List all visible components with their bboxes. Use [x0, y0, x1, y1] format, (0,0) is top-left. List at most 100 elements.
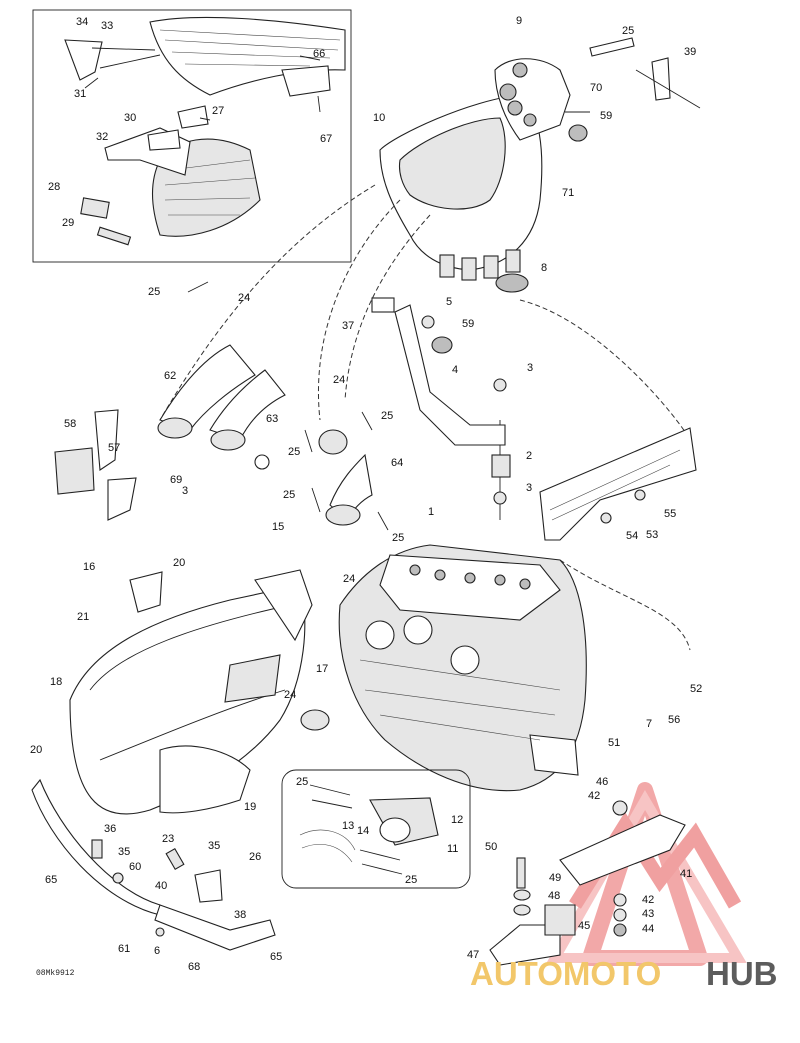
callout-c60: 60 [129, 861, 141, 873]
callout-c7: 7 [646, 718, 652, 730]
callout-c39: 39 [684, 46, 696, 58]
callout-c66: 66 [313, 48, 325, 60]
callout-c9: 9 [516, 15, 522, 27]
callout-c40: 40 [155, 880, 167, 892]
inset-exhaust-spring [281, 769, 471, 889]
callout-c45: 45 [578, 920, 590, 932]
callout-c42b: 42 [642, 894, 654, 906]
callout-c30: 30 [124, 112, 136, 124]
callout-c25a: 25 [622, 25, 634, 37]
callout-c24d: 24 [284, 689, 296, 701]
callout-c61: 61 [118, 943, 130, 955]
callout-c51: 51 [608, 737, 620, 749]
engine-mount-bracket [371, 297, 511, 505]
callout-c10: 10 [373, 112, 385, 124]
callout-c18: 18 [50, 676, 62, 688]
air-silencer-assembly [379, 37, 701, 293]
callout-c58: 58 [64, 418, 76, 430]
watermark-text: AUTOMOTO HUB [470, 955, 778, 992]
callout-c4: 4 [452, 364, 458, 376]
callout-c26: 26 [249, 851, 261, 863]
callout-c25f: 25 [392, 532, 404, 544]
watermark-text-part1: AUTOMOTO [470, 955, 661, 992]
callout-c25b: 25 [148, 286, 160, 298]
callout-c23: 23 [162, 833, 174, 845]
callout-c1: 1 [428, 506, 434, 518]
callout-c68: 68 [188, 961, 200, 973]
callout-c65b: 65 [270, 951, 282, 963]
callout-c43: 43 [642, 908, 654, 920]
callout-c52: 52 [690, 683, 702, 695]
callout-c6: 6 [154, 945, 160, 957]
callout-c24c: 24 [343, 573, 355, 585]
callout-c42a: 42 [588, 790, 600, 802]
callout-c14: 14 [357, 825, 369, 837]
callout-c28: 28 [48, 181, 60, 193]
callout-c32: 32 [96, 131, 108, 143]
callout-c53: 53 [646, 529, 658, 541]
callout-c27: 27 [212, 105, 224, 117]
callout-c54: 54 [626, 530, 638, 542]
callout-c59b: 59 [462, 318, 474, 330]
callout-c35a: 35 [118, 846, 130, 858]
callout-c65a: 65 [45, 874, 57, 886]
callout-c25g: 25 [296, 776, 308, 788]
callout-c25d: 25 [288, 446, 300, 458]
callout-c50: 50 [485, 841, 497, 853]
callout-c3b: 3 [182, 485, 188, 497]
callout-c13: 13 [342, 820, 354, 832]
callout-c25c: 25 [381, 410, 393, 422]
callout-c8: 8 [541, 262, 547, 274]
diagram-code: 08Mk9912 [36, 969, 75, 978]
callout-c56: 56 [668, 714, 680, 726]
watermark-text-part2: HUB [706, 955, 778, 992]
callout-c16: 16 [83, 561, 95, 573]
callout-c38: 38 [234, 909, 246, 921]
callout-c29: 29 [62, 217, 74, 229]
callout-c63: 63 [266, 413, 278, 425]
callout-c25h: 25 [405, 874, 417, 886]
callout-c24b: 24 [333, 374, 345, 386]
callout-c46: 46 [596, 776, 608, 788]
inset-seat-panel [32, 9, 352, 263]
callout-c33: 33 [101, 20, 113, 32]
callout-c3a: 3 [527, 362, 533, 374]
callout-c48: 48 [548, 890, 560, 902]
callout-c71: 71 [562, 187, 574, 199]
frame-bracket-right [539, 427, 697, 541]
callout-c15: 15 [272, 521, 284, 533]
callout-c62: 62 [164, 370, 176, 382]
callout-c19: 19 [244, 801, 256, 813]
callout-c41: 41 [680, 868, 692, 880]
callout-c17: 17 [316, 663, 328, 675]
callout-c31: 31 [74, 88, 86, 100]
exhaust-pipes-left [54, 281, 389, 531]
callout-c57: 57 [108, 442, 120, 454]
callout-c59a: 59 [600, 110, 612, 122]
engine-mount-lower-right [489, 800, 686, 966]
callout-c37: 37 [342, 320, 354, 332]
callout-c11: 11 [447, 843, 458, 855]
callout-c35b: 35 [208, 840, 220, 852]
callout-c5: 5 [446, 296, 452, 308]
callout-c34: 34 [76, 16, 88, 28]
callout-c70: 70 [590, 82, 602, 94]
tuned-pipe [69, 569, 330, 815]
engine-block [338, 544, 587, 792]
callout-c44: 44 [642, 923, 654, 935]
callout-c2: 2 [526, 450, 532, 462]
callout-c20b: 20 [30, 744, 42, 756]
callout-c67: 67 [320, 133, 332, 145]
callout-c12: 12 [451, 814, 463, 826]
callout-c21: 21 [77, 611, 89, 623]
callout-c49: 49 [549, 872, 561, 884]
callout-c24a: 24 [238, 292, 250, 304]
callout-c3c: 3 [526, 482, 532, 494]
callout-c55: 55 [664, 508, 676, 520]
callout-c25e: 25 [283, 489, 295, 501]
callout-c47: 47 [467, 949, 479, 961]
callout-c69: 69 [170, 474, 182, 486]
